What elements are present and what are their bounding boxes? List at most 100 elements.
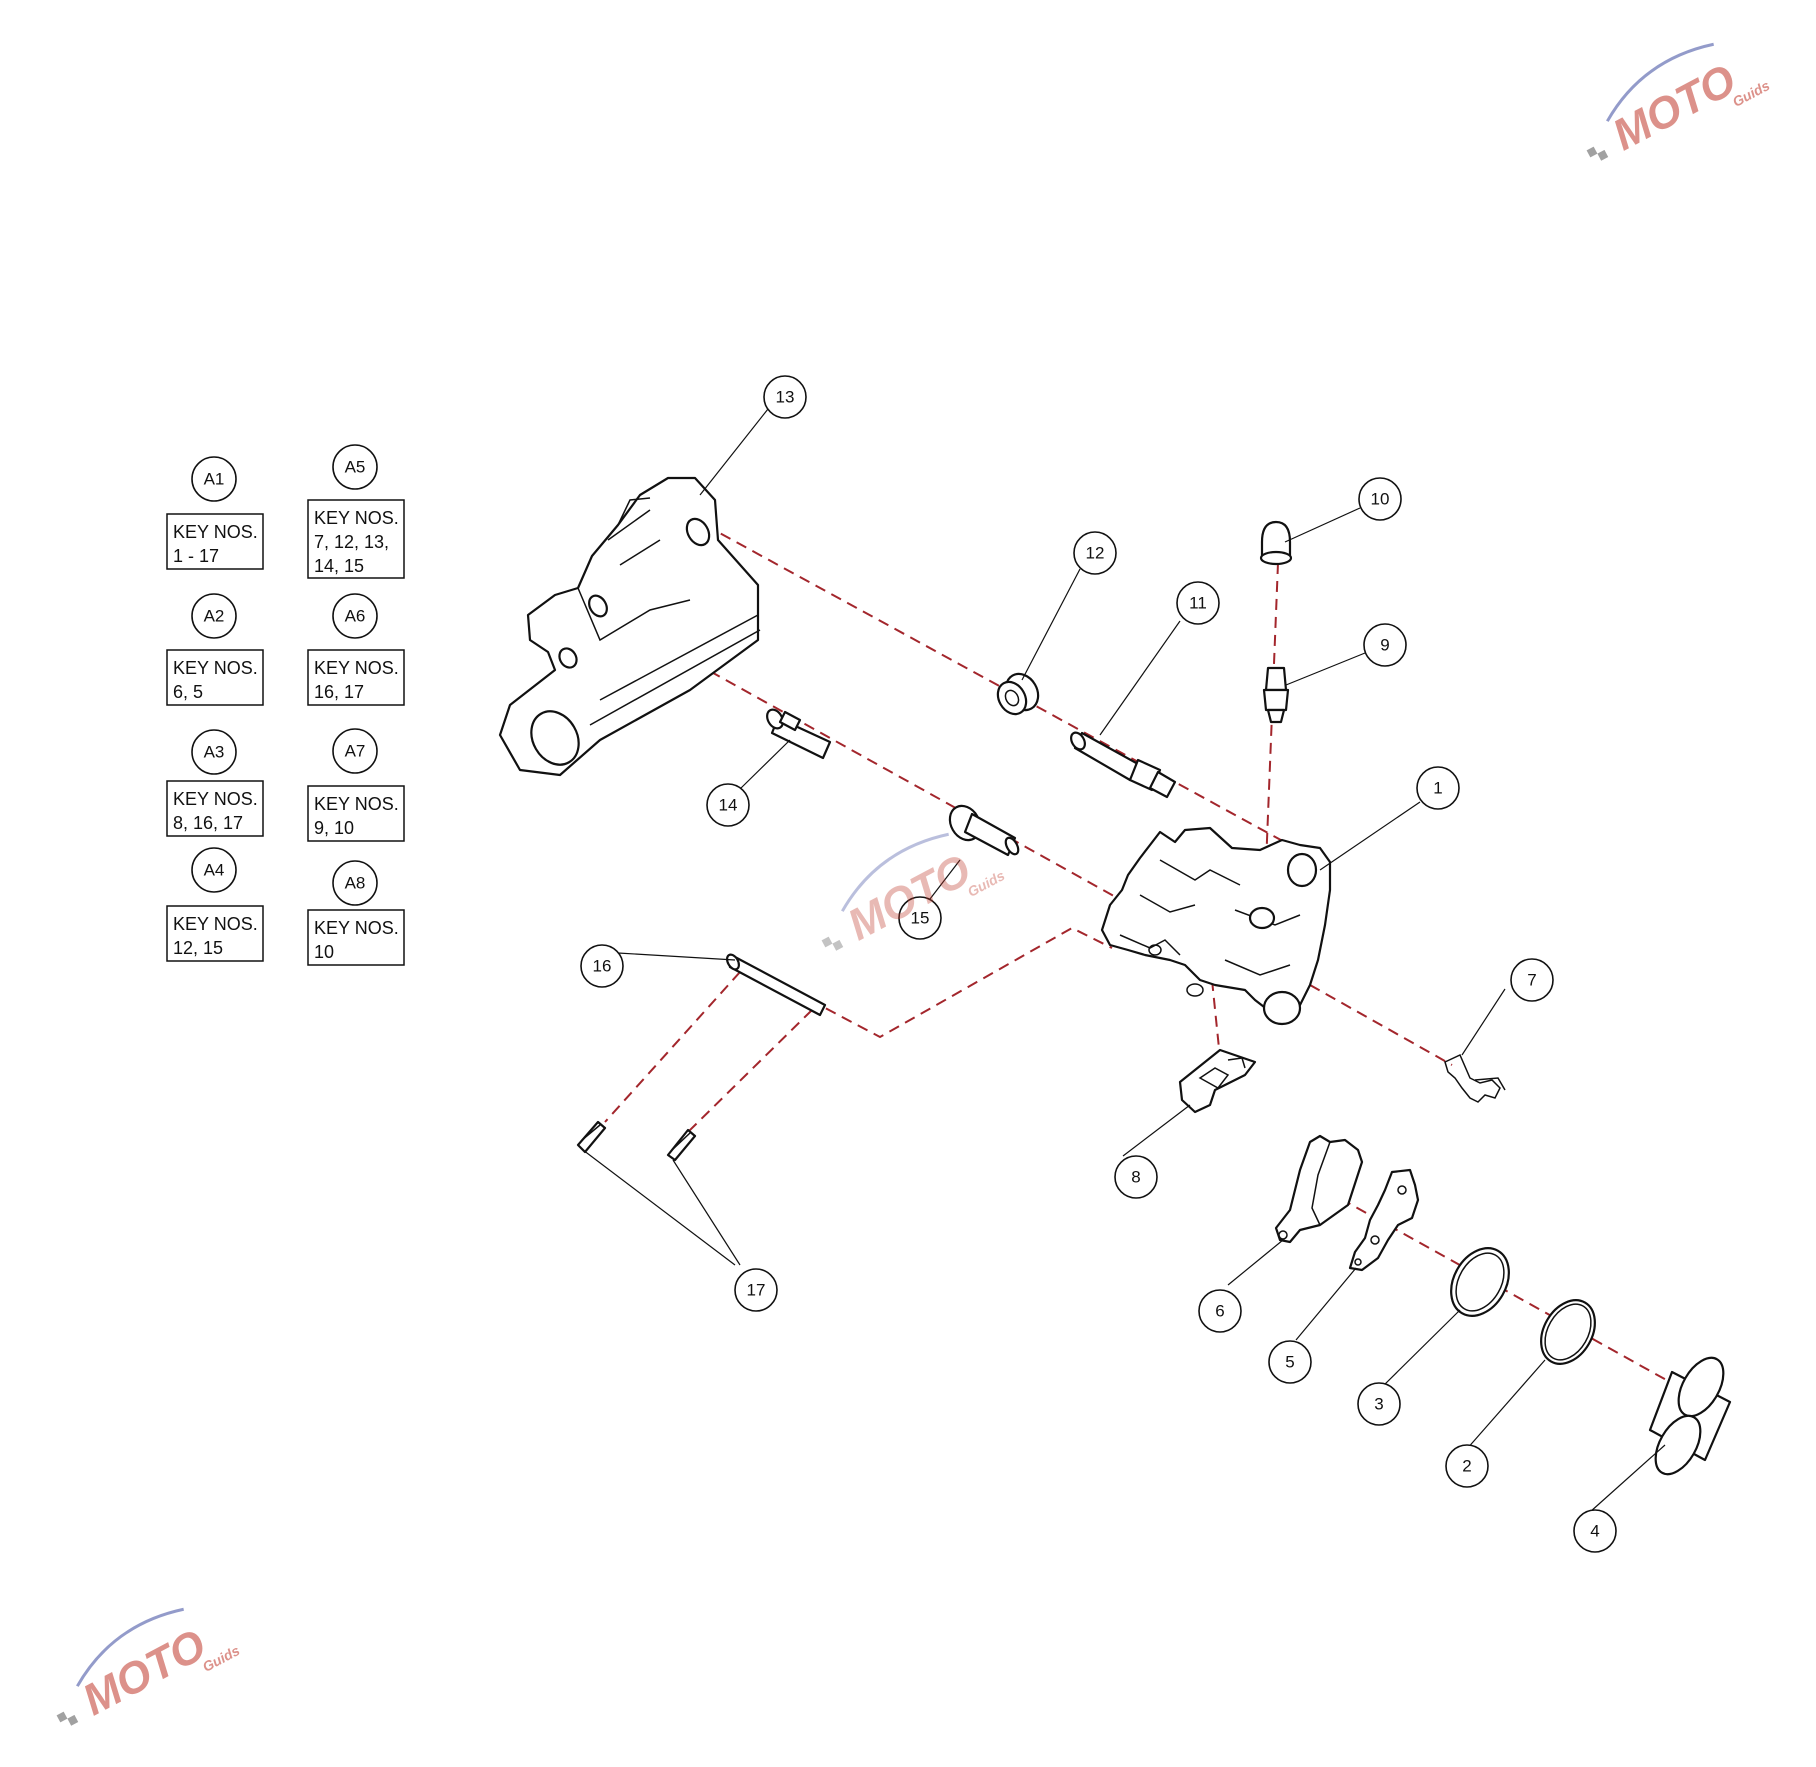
kit-a4: A4 KEY NOS. 12, 15	[166, 847, 264, 962]
watermark-brand-text: MOTO	[75, 1620, 214, 1725]
pad-clip-part-8	[1178, 1048, 1257, 1114]
kit-a1-line1: KEY NOS.	[173, 522, 258, 542]
kit-a4-id: A4	[204, 861, 225, 880]
callout-1: 1	[1416, 766, 1460, 810]
callout-2: 2	[1445, 1444, 1489, 1488]
kit-a6-line2: 16, 17	[314, 682, 364, 702]
pin-part-14	[766, 708, 832, 760]
explode-line-pads-to-piston	[1324, 1189, 1671, 1383]
callout-15: 15	[898, 896, 942, 940]
bush-part-12	[996, 672, 1040, 716]
kit-a6-id: A6	[345, 607, 366, 626]
svg-text:15: 15	[911, 909, 930, 928]
checker-flag-icon	[1586, 146, 1598, 158]
watermark-sub-text: Guids	[1730, 77, 1773, 110]
callout-11: 11	[1176, 581, 1220, 625]
explode-line-13-to-1	[704, 524, 1291, 846]
callout-17: 17	[734, 1268, 778, 1312]
svg-text:16: 16	[593, 957, 612, 976]
explode-line-1-to-7	[1309, 984, 1453, 1066]
kit-a3-line1: KEY NOS.	[173, 789, 258, 809]
callout-4: 4	[1573, 1509, 1617, 1553]
bolt-part-15	[948, 804, 1020, 857]
svg-text:5: 5	[1285, 1353, 1294, 1372]
svg-text:2: 2	[1462, 1457, 1471, 1476]
shim-part-5	[1348, 1168, 1420, 1272]
kit-a5-line3: 14, 15	[314, 556, 364, 576]
kit-a2: A2 KEY NOS. 6, 5	[166, 593, 264, 706]
kit-a8-id: A8	[345, 874, 366, 893]
explode-line-17b	[687, 1009, 813, 1133]
kit-a8-line2: 10	[314, 942, 334, 962]
pad-pin-part-16	[726, 953, 827, 1017]
kit-a2-line2: 6, 5	[173, 682, 203, 702]
svg-text:9: 9	[1380, 636, 1389, 655]
callout-7: 7	[1510, 958, 1554, 1002]
callout-14: 14	[706, 783, 750, 827]
kit-a4-line1: KEY NOS.	[173, 914, 258, 934]
svg-text:12: 12	[1086, 544, 1105, 563]
kit-a7-line2: 9, 10	[314, 818, 354, 838]
callout-16: 16	[580, 944, 624, 988]
caliper-body-part-1	[1100, 826, 1332, 1026]
kit-a2-id: A2	[204, 607, 225, 626]
kit-a1: A1 KEY NOS. 1 - 17	[166, 456, 264, 570]
bleed-screw-part-9	[1262, 666, 1290, 724]
leader-lines	[582, 408, 1666, 1513]
callout-9: 9	[1363, 623, 1407, 667]
callout-12: 12	[1073, 531, 1117, 575]
checker-flag-icon	[56, 1711, 68, 1723]
kit-a8: A8 KEY NOS. 10	[307, 860, 405, 966]
kit-a5-line1: KEY NOS.	[314, 508, 399, 528]
callout-8: 8	[1114, 1155, 1158, 1199]
callout-10: 10	[1358, 477, 1402, 521]
r-clip-part-17a	[576, 1120, 607, 1154]
kit-a2-line1: KEY NOS.	[173, 658, 258, 678]
kit-a3-line2: 8, 16, 17	[173, 813, 243, 833]
kit-a4-line2: 12, 15	[173, 938, 223, 958]
checker-flag-icon	[821, 936, 833, 948]
kit-a3-id: A3	[204, 743, 225, 762]
kit-a1-line2: 1 - 17	[173, 546, 219, 566]
seal-part-3	[1450, 1247, 1510, 1317]
kit-a5-line2: 7, 12, 13,	[314, 532, 389, 552]
kit-a1-id: A1	[204, 470, 225, 489]
svg-text:10: 10	[1371, 490, 1390, 509]
watermark-brand-text: MOTO	[1605, 55, 1744, 160]
kit-a6: A6 KEY NOS. 16, 17	[307, 593, 405, 706]
r-clip-part-17b	[666, 1128, 697, 1162]
svg-text:14: 14	[719, 796, 738, 815]
explode-line-14-to-caliper	[599, 609, 1131, 906]
bleed-cap-part-10	[1259, 520, 1293, 566]
kit-a7: A7 KEY NOS. 9, 10	[307, 728, 405, 842]
watermark-sub-text: Guids	[200, 1642, 243, 1675]
spring-part-7	[1444, 1053, 1506, 1103]
explode-line-8-to-1	[1211, 979, 1221, 1059]
callout-6: 6	[1198, 1289, 1242, 1333]
svg-text:1: 1	[1433, 779, 1442, 798]
watermark-swoosh	[76, 1607, 184, 1687]
watermark-bottom-left: MOTO Guids	[56, 1607, 243, 1726]
seal-part-2	[1540, 1299, 1596, 1365]
kit-a3: A3 KEY NOS. 8, 16, 17	[166, 729, 264, 837]
explode-line-17a	[604, 971, 741, 1123]
svg-text:11: 11	[1189, 594, 1207, 613]
piston-part-4	[1648, 1356, 1732, 1476]
kit-a6-line1: KEY NOS.	[314, 658, 399, 678]
callout-3: 3	[1357, 1382, 1401, 1426]
brake-pad-part-6	[1274, 1134, 1364, 1244]
kit-a7-id: A7	[345, 742, 366, 761]
kit-a8-line1: KEY NOS.	[314, 918, 399, 938]
svg-text:8: 8	[1131, 1168, 1140, 1187]
kit-a7-line1: KEY NOS.	[314, 794, 399, 814]
watermark-top-right: MOTO Guids	[1586, 42, 1773, 161]
callouts: 13 12 11 10 9 1 14 15 16 7 8 17 6 5 3 2 …	[580, 375, 1617, 1553]
explode-line-16-path	[809, 926, 1113, 1039]
svg-text:6: 6	[1215, 1302, 1224, 1321]
callout-5: 5	[1268, 1340, 1312, 1384]
svg-text:3: 3	[1374, 1395, 1383, 1414]
kit-legend: A1 KEY NOS. 1 - 17 A2 KEY NOS. 6, 5 A3 K…	[166, 444, 405, 966]
slide-pin-part-11	[1070, 731, 1177, 799]
svg-text:4: 4	[1590, 1522, 1599, 1541]
